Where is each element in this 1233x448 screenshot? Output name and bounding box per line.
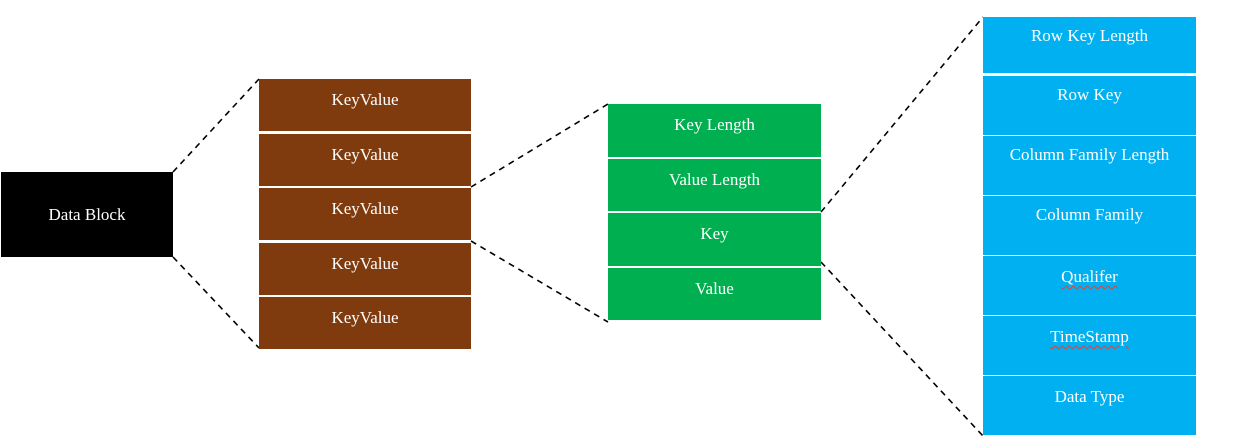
key-value-label: KeyValue bbox=[331, 90, 399, 109]
value-label: Value bbox=[695, 278, 734, 298]
connector-datablock-top bbox=[172, 78, 260, 173]
data-block: Data Block bbox=[1, 172, 173, 257]
row-key-label: Row Key bbox=[1057, 85, 1122, 104]
column-family-cell: Column Family bbox=[983, 196, 1196, 255]
qualifier-label: Qualifer bbox=[1061, 267, 1118, 286]
key-value-label: KeyValue bbox=[331, 144, 399, 164]
key-value-parts-stack: Key Length Value Length Key Value bbox=[608, 104, 821, 320]
timestamp-label: TimeStamp bbox=[1050, 327, 1129, 346]
row-key-length-cell: Row Key Length bbox=[983, 17, 1196, 73]
key-length-cell: Key Length bbox=[608, 104, 821, 157]
key-value-cell: KeyValue bbox=[259, 242, 471, 295]
row-key-length-label: Row Key Length bbox=[1030, 26, 1149, 45]
key-value-stack: KeyValue KeyValue KeyValue KeyValue KeyV… bbox=[259, 79, 471, 349]
value-cell: Value bbox=[608, 267, 821, 320]
value-length-label: Value Length bbox=[668, 169, 761, 189]
key-value-label: KeyValue bbox=[331, 308, 399, 327]
value-length-cell: Value Length bbox=[608, 158, 821, 211]
row-key-cell: Row Key bbox=[983, 76, 1196, 135]
connector-datablock-bottom bbox=[172, 256, 260, 349]
data-type-label: Data Type bbox=[1054, 387, 1125, 406]
key-value-label: KeyValue bbox=[331, 199, 399, 218]
key-cell: Key bbox=[608, 213, 821, 266]
connector-key-bottom bbox=[820, 261, 984, 437]
key-value-cell: KeyValue bbox=[259, 297, 471, 349]
column-family-length-cell: Column Family Length bbox=[983, 136, 1196, 195]
data-type-cell: Data Type bbox=[983, 376, 1196, 435]
key-value-cell: KeyValue bbox=[259, 79, 471, 131]
key-length-label: Key Length bbox=[674, 115, 755, 134]
connector-key-top bbox=[820, 16, 984, 213]
key-fields-stack: Row Key Length Row Key Column Family Len… bbox=[983, 17, 1196, 435]
data-block-label: Data Block bbox=[48, 204, 126, 224]
key-value-cell: KeyValue bbox=[259, 188, 471, 240]
connector-keyvalue-bottom bbox=[470, 240, 609, 323]
timestamp-cell: TimeStamp bbox=[983, 316, 1196, 375]
qualifier-cell: Qualifer bbox=[983, 256, 1196, 315]
key-value-cell: KeyValue bbox=[259, 133, 471, 186]
key-value-label: KeyValue bbox=[331, 253, 399, 273]
connector-keyvalue-top bbox=[470, 103, 609, 188]
key-label: Key bbox=[700, 224, 729, 243]
column-family-label: Column Family bbox=[1035, 205, 1144, 224]
column-family-length-label: Column Family Length bbox=[1009, 145, 1170, 164]
